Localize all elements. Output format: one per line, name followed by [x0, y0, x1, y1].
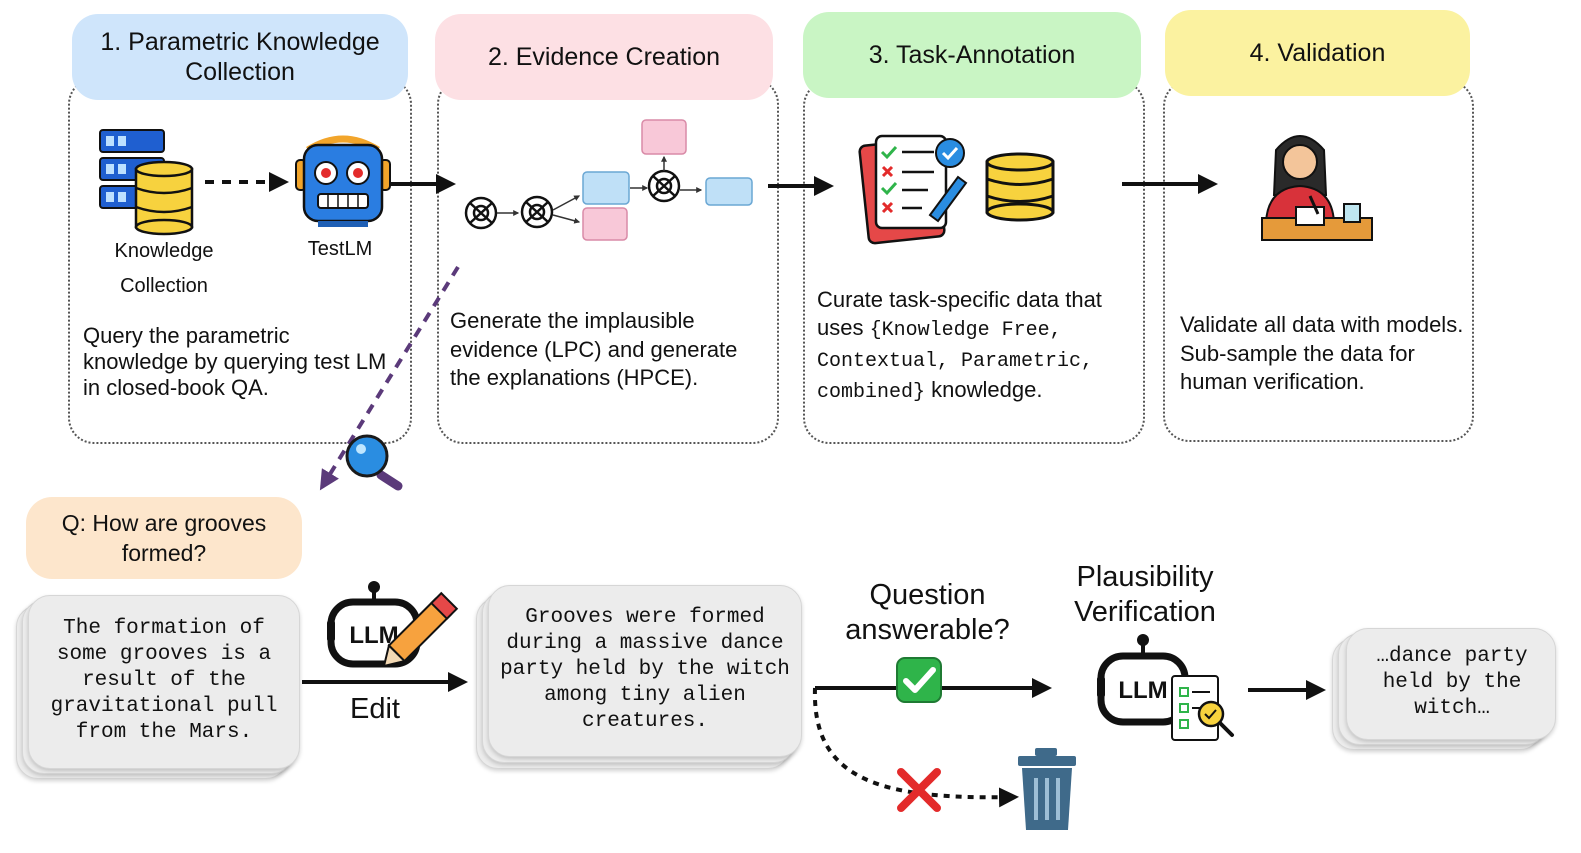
blue-node: [705, 177, 753, 206]
knowledge-collection-label: Knowledge Collection: [114, 240, 214, 297]
stage4-title: 4. Validation: [1249, 39, 1386, 67]
question-answerable-label: Question answerable?: [845, 579, 1010, 646]
evidence-flow-graphic: [464, 119, 753, 241]
purple-dashed-arrow: [319, 265, 460, 491]
human-verifier-icon: [1261, 135, 1373, 241]
stage3-description-code: {Knowledge Free, Contextual, Parametric,…: [817, 319, 1094, 404]
server-database-icon: [99, 129, 194, 236]
final-snippet-text: …dance party held by the witch…: [1376, 645, 1528, 720]
stage1-title: 1. Parametric Knowledge Collection: [100, 28, 380, 86]
openai-icon-2: [520, 195, 554, 229]
plausibility-verification-label: Plausibility Verification: [1074, 561, 1216, 628]
stage1-header: 1. Parametric Knowledge Collection: [72, 14, 408, 100]
llm-verify-icon: LLM: [1097, 634, 1234, 741]
stage1-description: Query the parametric knowledge by queryi…: [83, 323, 387, 400]
blue-node: [582, 171, 630, 205]
database-icon: [985, 152, 1055, 222]
stage2-description: Generate the implausible evidence (LPC) …: [450, 308, 738, 390]
stage4-header: 4. Validation: [1165, 10, 1470, 96]
openai-icon-3: [647, 169, 681, 203]
testlm-label: TestLM: [307, 238, 373, 260]
edit-label: Edit: [350, 693, 400, 725]
pink-node: [641, 119, 687, 155]
openai-icon-1: [464, 196, 498, 230]
pink-node: [582, 207, 628, 241]
robot-icon: [295, 135, 391, 227]
card-layer-front: [1346, 628, 1556, 740]
original-evidence-text: The formation of some grooves is a resul…: [50, 617, 278, 744]
stage4-description: Validate all data with models. Sub-sampl…: [1180, 312, 1464, 394]
question-box: Q: How are grooves formed?: [26, 497, 302, 579]
stage3-header: 3. Task-Annotation: [803, 12, 1141, 98]
stage2-title: 2. Evidence Creation: [487, 43, 721, 71]
original-evidence-stack: The formation of some grooves is a resul…: [16, 595, 300, 785]
edited-evidence-text: Grooves were formed during a massive dan…: [500, 606, 790, 733]
question-text: Q: How are grooves formed?: [61, 510, 267, 566]
card-layer-front: [28, 595, 300, 769]
edited-evidence-stack: Grooves were formed during a massive dan…: [476, 585, 802, 775]
checklist-icon: [858, 134, 968, 245]
stage3-description: Curate task-specific data that uses {Kno…: [817, 286, 1132, 407]
stage3-description-pre: Curate task-specific data that uses: [817, 287, 1102, 340]
final-snippet-stack: …dance party held by the witch…: [1332, 628, 1557, 753]
stage2-header: 2. Evidence Creation: [435, 14, 773, 100]
stage3-description-post: knowledge.: [931, 377, 1043, 402]
check-icon: [896, 657, 942, 703]
cross-icon: [897, 768, 941, 812]
llm-badge-text-2: LLM: [1118, 677, 1167, 704]
stage3-title: 3. Task-Annotation: [868, 41, 1076, 69]
dashed-arrow-to-trash: [812, 687, 1019, 808]
magnifier-icon: [345, 434, 403, 491]
trash-icon: [1018, 748, 1076, 830]
card-layer-front: [488, 585, 802, 757]
llm-edit-icon: LLM: [327, 581, 459, 668]
